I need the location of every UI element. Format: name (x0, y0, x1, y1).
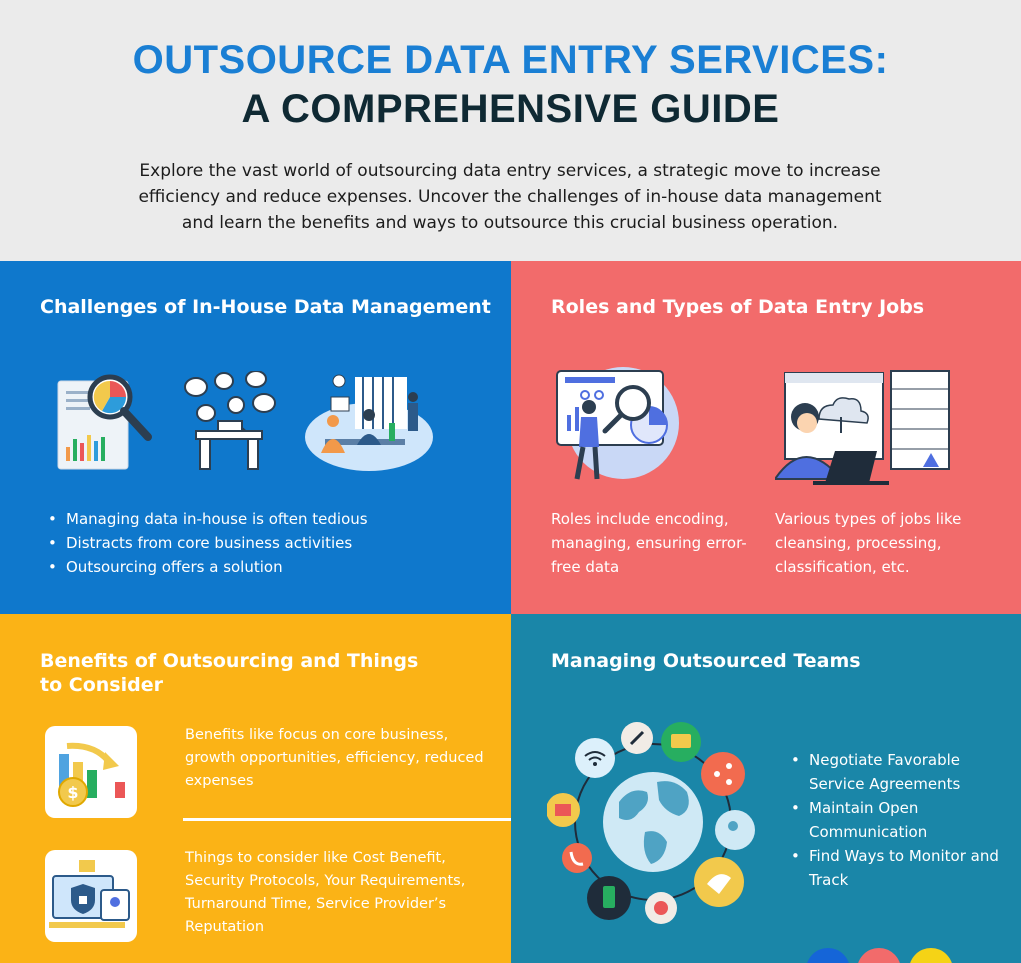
title-line-2: A COMPREHENSIVE GUIDE (241, 87, 780, 131)
managing-bullets: Negotiate Favorable Service Agreements M… (783, 748, 1013, 892)
benefits-text: Benefits like focus on core business, gr… (185, 727, 484, 789)
managing-title: Managing Outsourced Teams (551, 650, 861, 672)
roles-title: Roles and Types of Data Entry Jobs (551, 296, 925, 318)
analyst-magnifier-icon (556, 367, 679, 480)
list-item: Outsourcing offers a solution (40, 555, 500, 579)
svg-text:$: $ (67, 783, 78, 802)
global-network-icon (547, 722, 755, 924)
challenges-bullets: Managing data in-house is often tedious … (40, 507, 500, 579)
benefits-panel: Benefits of Outsourcing and Things to Co… (0, 614, 511, 963)
intro-paragraph: Explore the vast world of outsourcing da… (138, 161, 882, 233)
challenges-title: Challenges of In-House Data Management (40, 296, 491, 318)
list-item: Find Ways to Monitor and Track (783, 844, 1013, 892)
list-item: Negotiate Favorable Service Agreements (783, 748, 1013, 796)
list-item: Managing data in-house is often tedious (40, 507, 500, 531)
list-item: Distracts from core business activities (40, 531, 500, 555)
decorative-dots (807, 948, 952, 963)
security-monitor-icon (49, 860, 130, 928)
benefits-title: Benefits of Outsourcing and Things to Co… (40, 650, 419, 696)
considerations-text: Things to consider like Cost Benefit, Se… (185, 850, 466, 935)
operator-server-icon (775, 370, 950, 485)
roles-panel: Roles and Types of Data Entry Jobs (511, 261, 1021, 614)
magnifier-report-icon (57, 374, 152, 470)
finance-chart-icon: $ (58, 742, 125, 807)
consider-card (45, 850, 137, 942)
divider (183, 818, 511, 821)
roles-column-2: Various types of jobs like cleansing, pr… (775, 510, 962, 576)
team-meeting-icon (305, 374, 433, 471)
header: OUTSOURCE DATA ENTRY SERVICES: A COMPREH… (0, 0, 1021, 261)
title-line-1: OUTSOURCE DATA ENTRY SERVICES: (132, 38, 889, 82)
benefit-card: $ (45, 726, 137, 818)
worker-desk-icon (184, 371, 276, 470)
challenges-panel: Challenges of In-House Data Management (0, 261, 511, 614)
roles-column-1: Roles include encoding, managing, ensuri… (551, 510, 747, 576)
list-item: Maintain Open Communication (783, 796, 1013, 844)
managing-panel: Managing Outsourced Teams Negotiate Fa (511, 614, 1021, 963)
